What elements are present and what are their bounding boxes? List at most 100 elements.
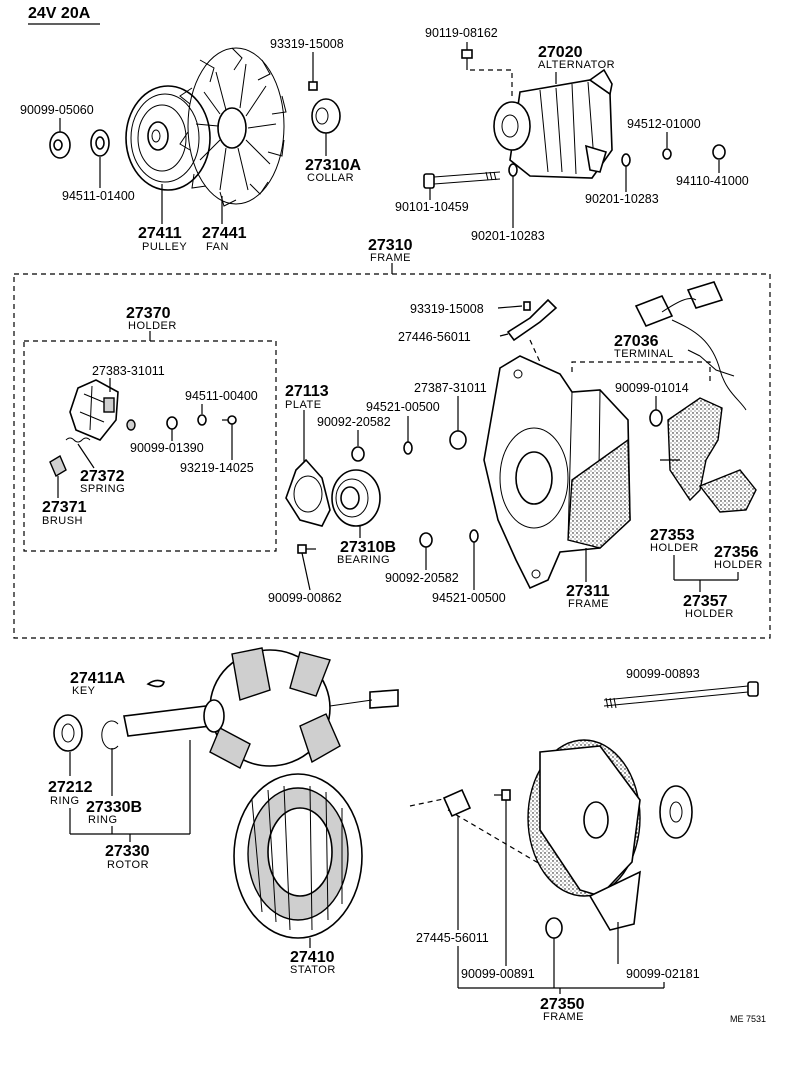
label-90099-05060: 90099-05060 [20, 103, 94, 117]
washer-94521-00500-a [403, 441, 413, 455]
caption-holder-27356: HOLDER [714, 559, 763, 571]
caption-terminal: TERMINAL [614, 348, 674, 360]
label-27311: 27311 [566, 583, 610, 600]
label-27330B: 27330B [86, 799, 142, 816]
collar-27350 [545, 917, 563, 939]
caption-brush: BRUSH [42, 515, 83, 527]
bolt-90119-08162 [461, 49, 473, 70]
washer-94512-01000 [662, 148, 672, 160]
label-27372: 27372 [80, 468, 125, 485]
label-27441: 27441 [202, 225, 247, 242]
label-27357: 27357 [683, 593, 728, 610]
screw-93319-15008-mid [523, 301, 531, 311]
caption-ring-27212: RING [50, 795, 80, 807]
label-27445-56011: 27445-56011 [416, 931, 489, 945]
label-90201-10283-a: 90201-10283 [585, 192, 659, 206]
washer-94521-00500-b [469, 529, 479, 543]
label-27212: 27212 [48, 779, 93, 796]
label-90101-10459: 90101-10459 [395, 200, 469, 214]
terminal-27036 [634, 281, 747, 411]
ring-27212 [53, 714, 83, 752]
nut-90092-20582-a [351, 446, 365, 462]
label-27410: 27410 [290, 949, 335, 966]
screw-93219-14025 [222, 415, 237, 425]
nut-94110-41000 [712, 144, 726, 160]
caption-alternator: ALTERNATOR [538, 59, 615, 71]
caption-frame-27310: FRAME [370, 252, 411, 264]
holder-27356 [698, 469, 757, 513]
spring-27372 [65, 437, 91, 443]
collar-27387-31011 [449, 430, 467, 450]
label-27350: 27350 [540, 996, 585, 1013]
label-93319-15008-top: 93319-15008 [270, 37, 344, 51]
clip-27445-56011 [442, 788, 472, 818]
label-94511-00400: 94511-00400 [185, 389, 258, 403]
holder-27353 [660, 397, 723, 502]
plate-27113 [285, 458, 331, 527]
label-90099-00893: 90099-00893 [626, 667, 700, 681]
frame-group-box [13, 273, 771, 639]
caption-spring: SPRING [80, 483, 125, 495]
label-27020: 27020 [538, 44, 583, 61]
caption-collar: COLLAR [307, 172, 354, 184]
stator-27410 [233, 773, 363, 939]
label-27411A: 27411A [70, 670, 126, 687]
caption-frame-27311: FRAME [568, 598, 609, 610]
label-90119-08162: 90119-08162 [425, 26, 498, 40]
caption-holder-27370: HOLDER [128, 320, 177, 332]
label-93219-14025: 93219-14025 [180, 461, 254, 475]
label-27310: 27310 [368, 237, 413, 254]
nut-90092-20582-b [419, 532, 433, 548]
washer-94511-01400 [90, 129, 110, 157]
label-27446-56011: 27446-56011 [398, 330, 471, 344]
rotor-27330 [123, 647, 399, 769]
label-27371: 27371 [42, 499, 87, 516]
bolt-90099-00893 [603, 681, 759, 709]
nut-90099-05060 [49, 131, 71, 159]
screw-90099-00891 [494, 789, 511, 801]
collar-27310A [311, 98, 341, 134]
diagram-title: 24V 20A [28, 5, 91, 22]
brush-holder-27383-31011 [69, 379, 119, 441]
frame-27311 [483, 355, 631, 590]
caption-bearing: BEARING [337, 554, 390, 566]
label-27383-31011: 27383-31011 [92, 364, 165, 378]
washer-27383-small [126, 419, 136, 431]
caption-holder-27357: HOLDER [685, 608, 734, 620]
screw-93319-15008-top [308, 66, 318, 91]
label-27353: 27353 [650, 527, 695, 544]
frame-27350 [527, 739, 693, 931]
caption-holder-27353: HOLDER [650, 542, 699, 554]
caption-frame-27350: FRAME [543, 1011, 584, 1023]
label-90092-20582-a: 90092-20582 [317, 415, 391, 429]
brush-27371 [49, 454, 67, 478]
pulley-27411 [125, 85, 211, 191]
fan-27441 [179, 47, 287, 207]
label-93319-15008-mid: 93319-15008 [410, 302, 484, 316]
nut-90099-01390 [166, 416, 178, 430]
clip-27446-56011 [506, 298, 558, 342]
ring-27330B [101, 720, 119, 750]
washer-94511-00400 [197, 414, 207, 426]
bearing-27310B [331, 469, 381, 527]
key-27411A [146, 679, 165, 688]
label-27330: 27330 [105, 843, 150, 860]
label-90099-01014: 90099-01014 [615, 381, 689, 395]
label-90099-02181: 90099-02181 [626, 967, 700, 981]
label-94511-01400: 94511-01400 [62, 189, 135, 203]
label-94512-01000: 94512-01000 [627, 117, 701, 131]
label-94521-00500-b: 94521-00500 [432, 591, 506, 605]
label-27036: 27036 [614, 333, 659, 350]
label-90099-01390: 90099-01390 [130, 441, 204, 455]
label-94521-00500-a: 94521-00500 [366, 400, 440, 414]
caption-rotor: ROTOR [107, 859, 149, 871]
label-90099-00891: 90099-00891 [461, 967, 535, 981]
label-27411: 27411 [138, 225, 182, 242]
bolt-90099-00862 [297, 544, 316, 554]
caption-key: KEY [72, 685, 96, 697]
caption-ring-27330B: RING [88, 814, 118, 826]
label-90201-10283-b: 90201-10283 [471, 229, 545, 243]
label-27370: 27370 [126, 305, 171, 322]
label-90092-20582-b: 90092-20582 [385, 571, 459, 585]
